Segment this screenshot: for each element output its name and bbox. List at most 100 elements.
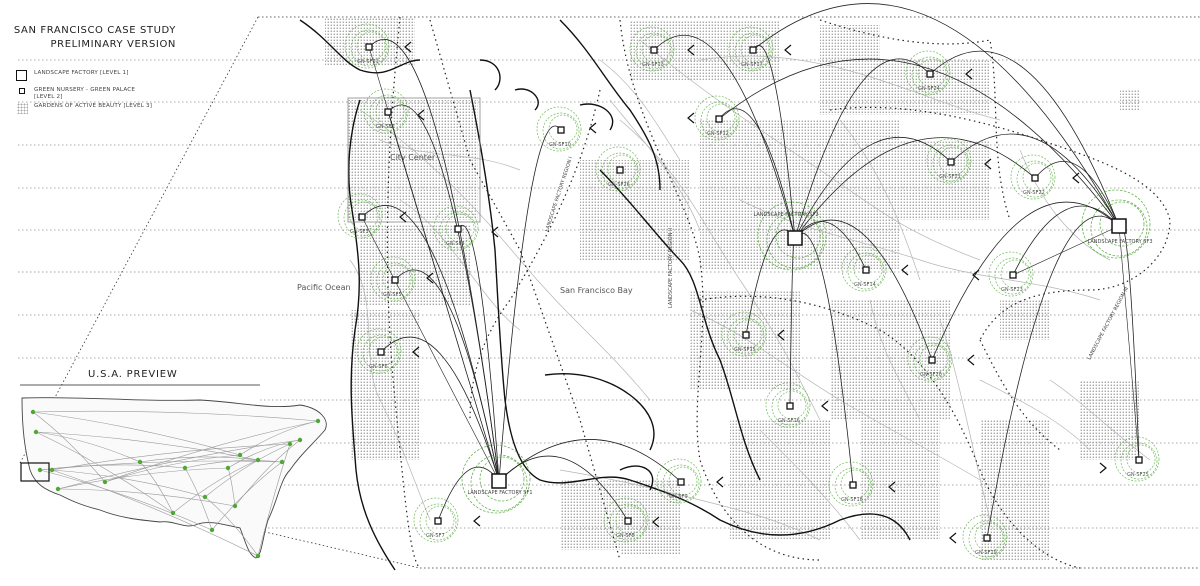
nursery-marker-n26 [616, 166, 624, 174]
usa-network-line [104, 454, 241, 483]
nursery-halo-ring [368, 336, 398, 366]
factory-halo-ring [1099, 201, 1145, 247]
usa-outline [21, 397, 327, 559]
nursery-halo-ring [905, 50, 951, 96]
nursery-marker-n18 [849, 481, 857, 489]
nursery-label-n21: GN-SF21 [939, 174, 961, 180]
nursery-halo-ring [913, 342, 951, 380]
nursery-halo-ring [919, 344, 949, 374]
nursery-halo-ring [694, 95, 740, 141]
usa-network-line [204, 496, 259, 557]
legend-factory-label: LANDSCAPE FACTORY [LEVEL 1] [34, 70, 129, 76]
nursery-label-n8: GN-SF8 [616, 533, 635, 539]
nursery-labels: GN-SF11GN-SF2GN-SF3GN-SF4GN-SF5GN-SF6GN-… [350, 59, 1149, 556]
usa-network-line [32, 410, 319, 422]
usa-network-line [35, 431, 174, 514]
nursery-halo-ring [840, 469, 870, 499]
connection-arc [1012, 205, 1120, 276]
region-boundaries [386, 16, 1171, 569]
nursery-halo-ring [853, 254, 883, 284]
legend-nursery-label: GREEN NURSERY - GREEN PALACE [LEVEL 2] [34, 87, 136, 100]
usa-network-line [39, 460, 283, 471]
factory-halo-ring [479, 456, 525, 502]
nursery-halo-ring [536, 106, 582, 152]
usa-network-line [257, 443, 291, 557]
nursery-halo-ring [344, 23, 390, 69]
nursery-halo-ring [777, 390, 807, 420]
nursery-halo-ring [968, 520, 1006, 558]
nursery-marker-n14 [862, 266, 870, 274]
usa-network-line [35, 431, 259, 461]
nursery-label-n20: GN-SF20 [920, 372, 942, 378]
nursery-halo-ring [765, 382, 811, 428]
usa-city-dot [202, 494, 208, 500]
factory-marker-f2 [787, 230, 803, 246]
nursery-halo-ring [343, 199, 381, 237]
direction-arrow [716, 476, 724, 488]
nursery-halo-ring [988, 251, 1034, 297]
connection-arc [653, 34, 796, 239]
nursery-label-n6: GN-SF6 [369, 364, 388, 370]
label-pacific-ocean: Pacific Ocean [297, 283, 351, 292]
usa-network-line [204, 443, 291, 498]
direction-arrow [901, 264, 909, 276]
nursery-halo-ring [641, 34, 671, 64]
factory-halo-ring [1081, 189, 1151, 259]
connection-arc [929, 50, 1120, 227]
nursery-halo-ring [603, 497, 649, 543]
direction-arrow [399, 211, 407, 223]
label-region-i: LANDSCAPE FACTORY REGION I [544, 156, 574, 233]
nursery-halo-ring [1126, 444, 1156, 474]
usa-network-line [51, 469, 259, 557]
nursery-halo-ring [615, 505, 645, 535]
connection-arc [380, 336, 500, 482]
nursery-marker-n19 [983, 534, 991, 542]
factory-halo-ring [775, 213, 821, 259]
connection-spoke [1118, 225, 1140, 461]
usa-network-lines [32, 410, 319, 557]
connection-spoke [1012, 225, 1120, 276]
usa-city-dot [102, 479, 108, 485]
usa-network-line [139, 461, 174, 514]
nursery-halo-ring [994, 257, 1032, 295]
label-city-center: City Center [390, 153, 436, 162]
nursery-label-n7: GN-SF7 [426, 533, 445, 539]
usa-city-dot [170, 510, 176, 516]
usa-network-line [184, 460, 283, 469]
legend-gardens-symbol [17, 103, 28, 114]
connection-arc [794, 136, 952, 239]
usa-city-dot [232, 503, 238, 509]
nursery-halo-ring [635, 32, 673, 70]
nursery-halo-ring [542, 112, 580, 150]
usa-network-line [227, 439, 301, 469]
usa-city-dot [297, 437, 303, 443]
nursery-halo-ring [727, 317, 765, 355]
direction-arrow [417, 109, 425, 121]
nursery-halo-ring [721, 311, 767, 357]
nursery-halo-ring [362, 334, 400, 372]
nursery-label-n10: GN-SF10 [549, 142, 571, 148]
nursery-marker-n6 [377, 348, 385, 356]
nursery-marker-n22 [1031, 174, 1039, 182]
usa-network-line [57, 488, 236, 507]
direction-arrow [404, 41, 412, 53]
usa-city-dot [255, 553, 261, 559]
direction-arrow [589, 122, 597, 134]
nursery-label-n11: GN-SF11 [357, 59, 379, 65]
nursery-marker-n3 [358, 213, 366, 221]
direction-arrow [1072, 172, 1080, 184]
factory-halo-ring [1090, 199, 1148, 257]
usa-network-line [139, 456, 259, 463]
nursery-halo-ring [375, 96, 405, 126]
page-title: SAN FRANCISCO CASE STUDY [13, 25, 176, 36]
direction-arrow [984, 158, 992, 170]
nursery-halo-ring [662, 464, 700, 502]
nursery-halo-ring [932, 144, 970, 182]
usa-network-line [51, 443, 291, 471]
factory-halo-ring [470, 454, 528, 512]
nursery-marker-n2 [384, 108, 392, 116]
usa-network-line [172, 459, 259, 514]
usa-network-line [184, 467, 213, 531]
nursery-halo-ring [363, 88, 409, 134]
